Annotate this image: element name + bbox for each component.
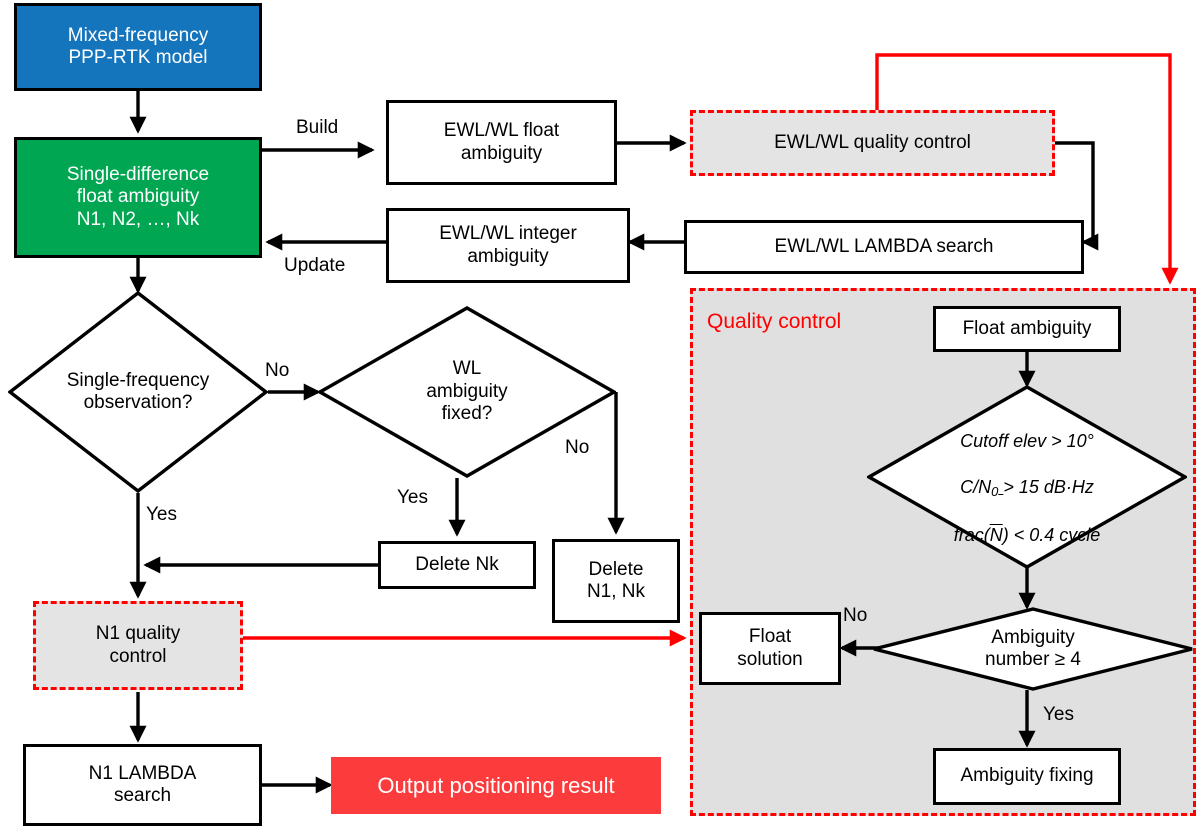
criteria-line-1: Cutoff elev > 10° [960,431,1094,452]
node-label: Delete Nk [415,553,499,575]
node-ewl-wl-float-ambiguity[interactable]: EWL/WL float ambiguity [386,100,617,185]
decision-ambiguity-number[interactable]: Ambiguity number ≥ 4 [872,607,1194,691]
edge-label-update: Update [284,255,346,276]
node-label: EWL/WL integer ambiguity [439,223,577,267]
node-ewl-wl-integer-ambiguity[interactable]: EWL/WL integer ambiguity [386,208,630,283]
edge-label-single-frequency-no: No [265,360,290,381]
node-ambiguity-fixing[interactable]: Ambiguity fixing [933,748,1121,805]
edge-label-wl-fixed-yes: Yes [397,487,428,508]
decision-label: WL ambiguity fixed? [426,358,508,425]
node-label: Mixed-frequency PPP-RTK model [67,24,209,68]
node-output-positioning-result[interactable]: Output positioning result [331,757,661,814]
node-label: EWL/WL quality control [774,131,971,153]
node-label: EWL/WL float ambiguity [443,120,560,164]
node-ewl-wl-quality-control[interactable]: EWL/WL quality control [690,110,1055,176]
node-ewl-wl-lambda-search[interactable]: EWL/WL LAMBDA search [684,220,1084,274]
criteria-line-3: frac(N) < 0.4 cycle [953,524,1101,545]
node-label: Ambiguity fixing [960,765,1094,787]
node-delete-nk[interactable]: Delete Nk [378,541,536,589]
edge-label-ambiguity-number-yes: Yes [1043,704,1074,725]
node-n1-lambda-search[interactable]: N1 LAMBDA search [23,744,262,826]
node-n1-quality-control[interactable]: N1 quality control [33,601,243,690]
node-label: Single-difference float ambiguity N1, N2… [66,163,210,230]
node-float-solution[interactable]: Float solution [699,612,841,685]
node-label: N1 quality control [95,623,181,667]
node-label: Float ambiguity [962,317,1092,339]
node-float-ambiguity[interactable]: Float ambiguity [933,306,1121,352]
node-label: N1 LAMBDA search [88,762,197,806]
edge-label-ambiguity-number-no: No [843,605,868,626]
decision-wl-ambiguity-fixed[interactable]: WL ambiguity fixed? [318,306,616,478]
quality-control-panel-title: Quality control [707,310,842,333]
decision-label: Ambiguity number ≥ 4 [985,626,1081,670]
node-label: Output positioning result [377,772,615,798]
decision-single-frequency-observation[interactable]: Single-frequency observation? [8,291,268,493]
node-mixed-frequency-model[interactable]: Mixed-frequency PPP-RTK model [14,3,262,91]
edge-label-build: Build [296,117,339,138]
node-label: EWL/WL LAMBDA search [774,235,994,257]
edge-label-single-frequency-yes: Yes [146,504,177,525]
decision-label: Cutoff elev > 10° C/N0 > 15 dB·Hz frac(N… [867,385,1187,569]
decision-quality-criteria[interactable]: Cutoff elev > 10° C/N0 > 15 dB·Hz frac(N… [867,385,1187,569]
node-label: Float solution [737,626,803,670]
decision-label: Single-frequency observation? [66,369,210,413]
node-delete-n1-nk[interactable]: Delete N1, Nk [552,539,680,623]
node-label: Delete N1, Nk [586,558,646,602]
quality-control-panel [690,288,1196,816]
edge-label-wl-fixed-no: No [565,437,590,458]
criteria-line-2: C/N0 > 15 dB·Hz [960,477,1094,500]
node-single-difference-float-ambiguity[interactable]: Single-difference float ambiguity N1, N2… [14,137,262,258]
